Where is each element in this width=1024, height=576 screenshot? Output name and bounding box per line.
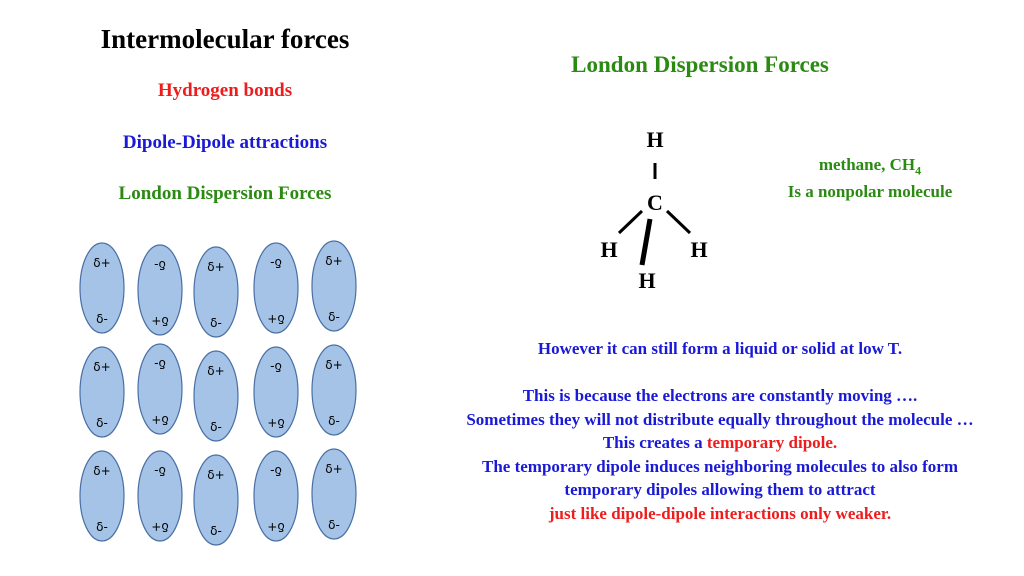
molecule-ellipse [253,242,299,334]
bond-bottom [639,218,653,266]
molecule-ellipse [311,240,357,332]
delta-minus-label: δ- [270,256,282,270]
dipole-grid: δ+δ-δ-δ+δ+δ-δ-δ+δ+δ-δ+δ-δ-δ+δ+δ-δ-δ+δ+δ-… [79,240,357,546]
delta-plus-label: δ+ [207,260,224,274]
delta-plus-label: δ+ [267,312,284,326]
dipole-molecule: δ+ δ- [311,448,357,540]
delta-plus-label: δ+ [93,360,110,374]
explanation-line-2: This is because the electrons are consta… [522,386,918,405]
delta-plus-label: δ+ [325,254,342,268]
delta-minus-label: δ- [96,312,108,326]
atom-carbon: C [647,190,663,215]
dipole-molecule: δ-δ+ [137,450,183,542]
molecule-ellipse [311,344,357,436]
delta-minus-label: δ- [96,416,108,430]
molecule-ellipse [193,246,239,338]
molecule-ellipse [311,448,357,540]
dipole-molecule: δ+ δ- [311,344,357,436]
delta-plus-label: δ+ [267,520,284,534]
molecule-ellipse [137,244,183,336]
explanation-block: However it can still form a liquid or so… [420,337,1020,525]
list-item-hydrogen-bonds: Hydrogen bonds [157,80,293,101]
bond-left [617,209,644,235]
dipole-molecule: δ-δ+ [137,343,183,435]
explanation-line-5: The temporary dipole induces neighboring… [482,456,958,476]
delta-plus-label: δ+ [267,416,284,430]
delta-minus-label: δ- [210,316,222,330]
dipole-molecule: δ+ δ- [193,454,239,546]
delta-plus-label: δ+ [151,413,168,427]
delta-minus-label: δ- [154,357,166,371]
explanation-line-3: Sometimes they will not distribute equal… [466,409,974,429]
molecule-ellipse [137,450,183,542]
list-item-dipole-dipole: Dipole-Dipole attractions [122,132,328,153]
delta-minus-label: δ- [154,464,166,478]
dipole-molecule: δ+ δ- [193,246,239,338]
dipole-molecule: δ+ δ- [79,346,125,438]
methane-label: methane, CH4 Is a nonpolar molecule [760,154,980,203]
methane-subscript: 4 [915,163,922,178]
delta-minus-label: δ- [328,518,340,532]
methane-name: methane, CH [818,155,916,174]
delta-plus-label: δ+ [207,468,224,482]
list-item-london-dispersion: London Dispersion Forces [118,183,332,204]
dipole-molecule: δ+ δ- [193,350,239,442]
dipole-molecule: δ+ δ- [79,242,125,334]
molecule-ellipse [79,242,125,334]
section-title: London Dispersion Forces [571,52,829,77]
dipole-molecule: δ-δ+ [253,346,299,438]
molecule-ellipse [79,346,125,438]
dipole-molecule: δ+ δ- [311,240,357,332]
delta-plus-label: δ+ [93,464,110,478]
dipole-molecule: δ-δ+ [253,450,299,542]
methane-description: Is a nonpolar molecule [787,182,953,202]
explanation-line-1: However it can still form a liquid or so… [537,339,903,358]
delta-minus-label: δ- [96,520,108,534]
delta-minus-label: δ- [270,360,282,374]
explanation-line-4: This creates a temporary dipole. [420,431,1020,455]
atom-h-right: H [690,237,708,262]
molecule-ellipse [253,450,299,542]
delta-minus-label: δ- [210,524,222,538]
dipole-molecule: δ+ δ- [79,450,125,542]
methane-bonds [617,163,692,266]
delta-plus-label: δ+ [151,520,168,534]
atom-h-left: H [600,237,618,262]
explanation-line-4-prefix: This creates a [602,433,707,452]
slide-title: Intermolecular forces [100,24,350,54]
delta-plus-label: δ+ [325,462,342,476]
molecule-ellipse [137,343,183,435]
atom-h-top: H [646,127,664,152]
delta-minus-label: δ- [210,420,222,434]
dipole-molecule: δ-δ+ [253,242,299,334]
bond-right [665,209,692,235]
atom-h-bottom: H [638,268,656,293]
delta-minus-label: δ- [154,258,166,272]
delta-minus-label: δ- [328,310,340,324]
delta-minus-label: δ- [328,414,340,428]
delta-plus-label: δ+ [151,314,168,328]
delta-plus-label: δ+ [207,364,224,378]
molecule-ellipse [193,350,239,442]
delta-plus-label: δ+ [325,358,342,372]
molecule-ellipse [193,454,239,546]
dipole-molecule: δ-δ+ [137,244,183,336]
molecule-ellipse [79,450,125,542]
explanation-line-4-highlight: temporary dipole. [706,433,838,452]
delta-plus-label: δ+ [93,256,110,270]
molecule-ellipse [253,346,299,438]
explanation-line-6: temporary dipoles allowing them to attra… [564,480,876,499]
explanation-line-7: just like dipole-dipole interactions onl… [548,503,892,523]
delta-minus-label: δ- [270,464,282,478]
